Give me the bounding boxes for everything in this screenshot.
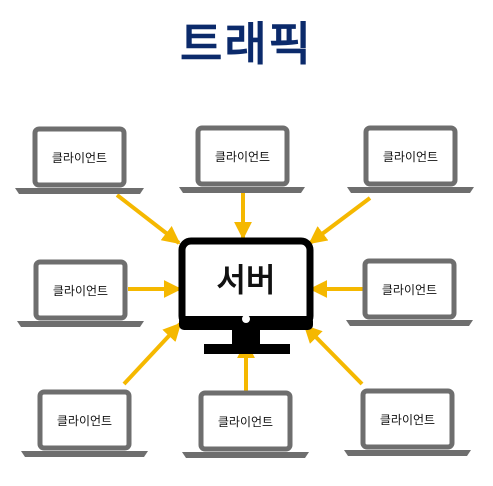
arrow-top-right (308, 196, 372, 245)
server-power-dot (242, 315, 250, 323)
arrow-top-left (115, 193, 181, 245)
client-label: 클라이언트 (383, 150, 438, 164)
laptop-screen (32, 126, 127, 188)
client-bottom-right: 클라이언트 (344, 388, 471, 456)
arrow-bottom-left (122, 322, 182, 386)
client-label: 클라이언트 (52, 151, 107, 165)
client-label: 클라이언트 (57, 414, 112, 428)
server-monitor-neck (232, 330, 260, 344)
laptop-base (15, 188, 144, 194)
client-top-center: 클라이언트 (179, 125, 305, 193)
laptop-base (179, 187, 305, 193)
client-label: 클라이언트 (380, 413, 435, 427)
client-mid-right: 클라이언트 (346, 258, 473, 326)
laptop-screen (33, 259, 128, 321)
server-label: 서버 (217, 261, 276, 299)
client-bottom-left: 클라이언트 (21, 389, 148, 457)
laptop-base (21, 451, 148, 457)
server-monitor-base (204, 344, 290, 354)
laptop-base (182, 452, 309, 458)
client-top-left: 클라이언트 (15, 126, 144, 194)
client-label: 클라이언트 (218, 415, 273, 429)
laptop-base (344, 450, 471, 456)
laptop-screen (198, 390, 293, 452)
arrow-bottom-right (303, 324, 364, 386)
laptop-base (347, 187, 474, 193)
client-bottom-center: 클라이언트 (182, 390, 309, 458)
laptop-base (346, 320, 473, 326)
client-label: 클라이언트 (382, 283, 437, 297)
client-label: 클라이언트 (53, 284, 108, 298)
client-top-right: 클라이언트 (347, 125, 474, 193)
laptop-screen (360, 388, 455, 450)
laptop-screen (362, 258, 457, 320)
client-mid-left: 클라이언트 (17, 259, 144, 327)
laptop-base (17, 321, 144, 327)
server: 서버 (178, 237, 314, 354)
laptop-screen (37, 389, 132, 451)
laptop-screen (195, 125, 290, 187)
page-title: 트래픽 (180, 17, 313, 71)
client-label: 클라이언트 (215, 150, 270, 164)
laptop-screen (363, 125, 458, 187)
